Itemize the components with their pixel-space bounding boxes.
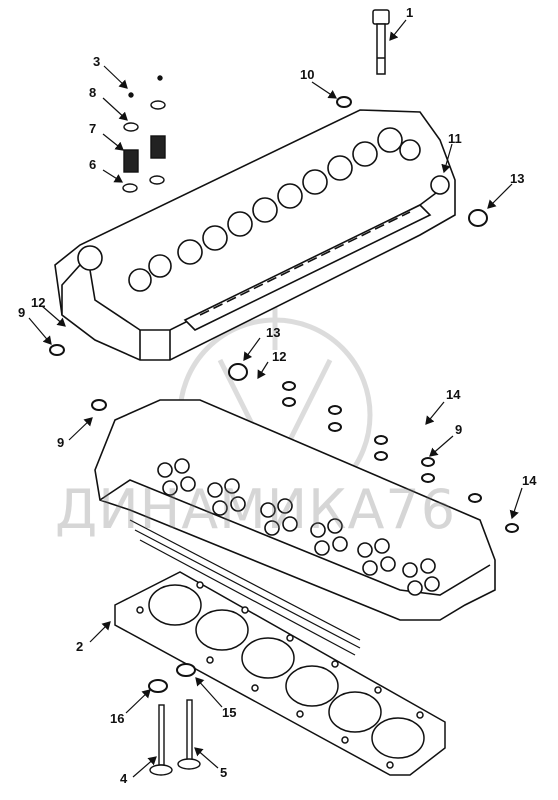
callout-3: 3	[93, 54, 101, 69]
cylinder-head-lower	[94, 399, 496, 656]
callout-4: 4	[120, 771, 128, 786]
o-rings	[49, 96, 519, 533]
callout-10: 10	[300, 67, 315, 82]
callout-11: 11	[448, 131, 462, 146]
callout-9-mid: 9	[57, 435, 65, 450]
valve-seals	[148, 663, 196, 693]
callout-2: 2	[76, 639, 84, 654]
callout-13-top: 13	[510, 171, 525, 186]
callout-14-upper: 14	[446, 387, 461, 402]
valve-springs	[122, 75, 166, 193]
callout-13-mid: 13	[266, 325, 281, 340]
callout-12-mid: 12	[272, 349, 287, 364]
callout-7: 7	[89, 121, 97, 136]
callout-8: 8	[89, 85, 97, 100]
leader-lines	[28, 19, 523, 778]
callout-9-right: 9	[455, 422, 463, 437]
callout-6: 6	[89, 157, 97, 172]
callout-12-left: 12	[31, 295, 46, 310]
callout-9-left: 9	[18, 305, 26, 320]
callout-5: 5	[220, 765, 228, 780]
cylinder-head-upper	[54, 109, 456, 361]
valves	[149, 699, 201, 776]
watermark-text: ДИНАМИКА76	[55, 478, 457, 541]
callout-15: 15	[222, 705, 237, 720]
callout-14-lower: 14	[522, 473, 537, 488]
callout-16: 16	[110, 711, 125, 726]
head-gasket	[114, 571, 446, 776]
head-bolt	[372, 9, 390, 75]
callout-1: 1	[406, 5, 414, 20]
